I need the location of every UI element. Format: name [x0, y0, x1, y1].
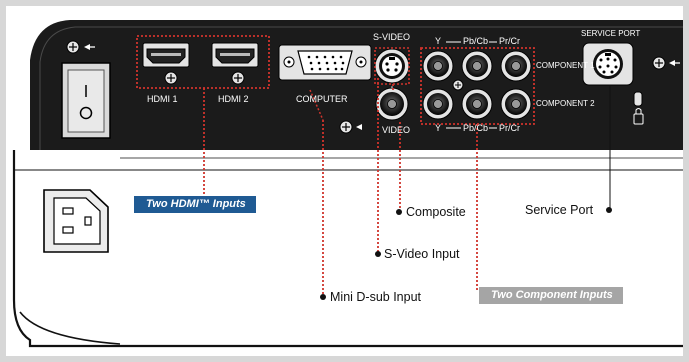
- svideo-port: [374, 48, 410, 84]
- component-2-label: COMPONENT 2: [536, 99, 595, 108]
- component-pbcb-label-top: Pb/Cb: [463, 36, 489, 46]
- hdmi-highlight-box: [136, 35, 270, 89]
- service-port-label: SERVICE PORT: [581, 29, 641, 38]
- component-2-ports: [422, 88, 532, 120]
- svideo-label: S-VIDEO: [373, 32, 411, 42]
- component-y-label-top: Y: [435, 36, 442, 46]
- hdmi-2-label: HDMI 2: [218, 94, 249, 104]
- power-switch: [61, 62, 111, 139]
- video-port: [375, 87, 409, 121]
- component-prcr-label-top: Pr/Cr: [499, 36, 520, 46]
- svideo-input-dot: [375, 251, 381, 257]
- security-lock-slot-icon: [633, 91, 644, 125]
- computer-leader-elbow: [309, 89, 324, 121]
- housing-outline: [12, 150, 683, 348]
- svideo-highlight-box: [374, 47, 410, 85]
- panel-bevel: [39, 26, 683, 150]
- svideo-input-callout: S-Video Input: [384, 247, 460, 261]
- housing-curve: [19, 311, 121, 345]
- component-prcr-label-bottom: Pr/Cr: [499, 123, 520, 133]
- service-port-dot: [606, 207, 612, 213]
- service-port: [582, 42, 634, 86]
- component-inputs-tag: Two Component Inputs: [479, 287, 623, 304]
- hdmi-1-port: [142, 42, 190, 85]
- composite-callout: Composite: [406, 205, 466, 219]
- ground-screw-right-icon: [652, 56, 680, 70]
- service-port-callout: Service Port: [525, 203, 594, 217]
- component-pbcb-label-bottom: Pb/Cb: [463, 123, 489, 133]
- ground-screw-left-icon: [66, 40, 95, 54]
- computer-label: COMPUTER: [296, 94, 348, 104]
- component-1-ports: [422, 50, 532, 82]
- mini-dsub-dot: [320, 294, 326, 300]
- mini-dsub-callout: Mini D-sub Input: [330, 290, 422, 304]
- component-y-label-bottom: Y: [435, 123, 442, 133]
- component-ground-screw-icon: [452, 79, 464, 91]
- hdmi-2-port: [211, 42, 259, 85]
- composite-dot: [396, 209, 402, 215]
- hdmi-inputs-tag: Two HDMI™ Inputs: [134, 196, 256, 213]
- terminal-panel: [30, 20, 683, 150]
- hdmi-1-label: HDMI 1: [147, 94, 178, 104]
- ac-power-inlet: [43, 189, 109, 253]
- computer-dsub-port: [278, 44, 372, 81]
- ground-screw-computer-icon: [339, 120, 362, 134]
- callout-leaders: [203, 78, 478, 297]
- video-label: VIDEO: [382, 125, 411, 135]
- component-1-label: COMPONENT 1: [536, 61, 595, 70]
